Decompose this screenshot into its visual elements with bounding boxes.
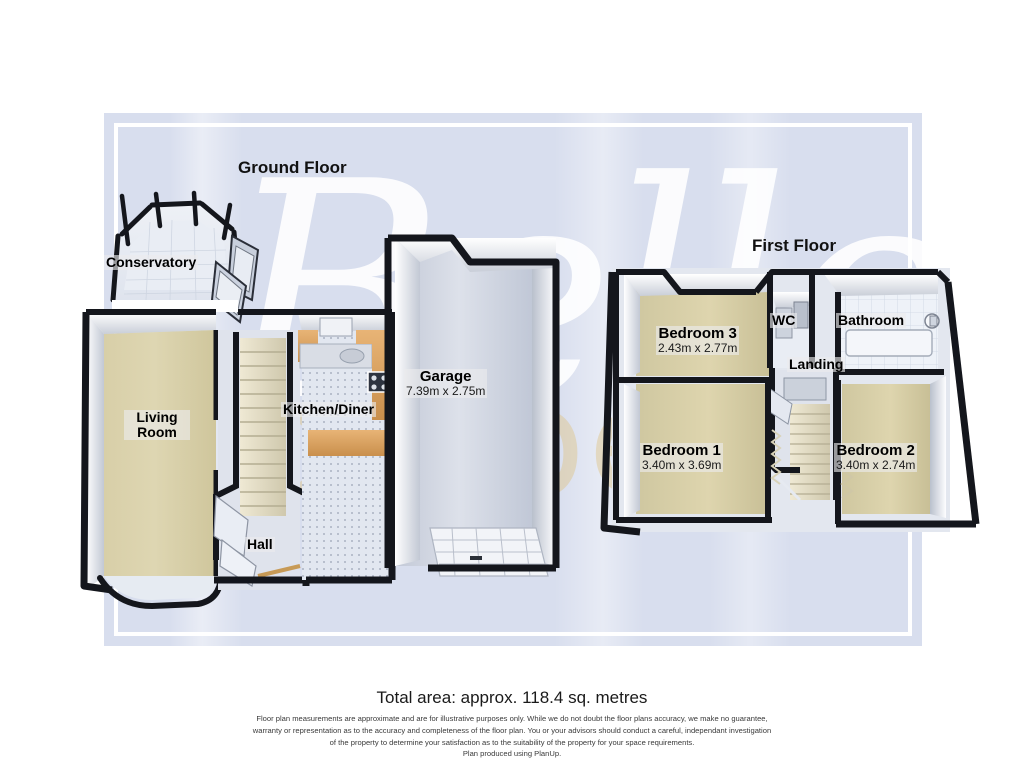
room-dim-garage: 7.39m x 2.75m	[406, 384, 486, 399]
room-name-bathroom: Bathroom	[838, 312, 905, 328]
room-hall	[213, 330, 310, 590]
room-name-garage: Garage	[419, 368, 472, 385]
disclaimer-text: Floor plan measurements are approximate …	[162, 713, 862, 760]
room-label-conservatory: Conservatory	[104, 254, 199, 271]
room-label-kitchen-diner: Kitchen/Diner	[281, 401, 377, 418]
room-dim-bedroom-2: 3.40m x 2.74m	[836, 458, 916, 473]
room-name-bedroom-3: Bedroom 3	[658, 325, 737, 342]
room-name-hall: Hall	[247, 536, 273, 552]
room-name-conservatory: Conservatory	[106, 254, 197, 270]
room-name-landing: Landing	[789, 356, 844, 372]
disclaimer-line-2: warranty or representation as to the acc…	[252, 725, 772, 735]
room-dim-bedroom-1: 3.40m x 3.69m	[642, 458, 722, 473]
room-name-living-room-line1: Living	[136, 409, 178, 425]
room-kitchen-diner	[238, 309, 396, 584]
room-label-wc: WC	[770, 312, 798, 329]
total-area-text: Total area: approx. 118.4 sq. metres	[376, 688, 648, 707]
room-label-bathroom: Bathroom	[836, 312, 907, 329]
disclaimer-line-3: of the property to determine your satisf…	[329, 737, 695, 747]
disclaimer-line-1: Floor plan measurements are approximate …	[256, 714, 768, 723]
room-name-living-room-line2: Room	[137, 424, 177, 441]
room-name-bedroom-2: Bedroom 2	[836, 442, 915, 459]
room-garage	[384, 234, 560, 577]
room-label-living-room: Living Room	[124, 409, 190, 441]
room-label-garage: Garage 7.39m x 2.75m	[404, 368, 488, 399]
room-label-bedroom-2: Bedroom 2 3.40m x 2.74m	[834, 442, 918, 473]
ground-floor-plan	[80, 190, 560, 610]
room-name-wc: WC	[772, 312, 796, 328]
disclaimer-line-4: Plan produced using PlanUp.	[462, 749, 562, 759]
ground-floor-title: Ground Floor	[238, 158, 347, 177]
room-living-room	[80, 309, 224, 610]
room-label-landing: Landing	[787, 356, 846, 373]
first-floor-title: First Floor	[752, 236, 837, 255]
room-name-kitchen-diner: Kitchen/Diner	[283, 401, 375, 417]
first-floor-plan	[600, 268, 980, 536]
room-label-hall: Hall	[245, 536, 275, 553]
room-dim-bedroom-3: 2.43m x 2.77m	[658, 341, 738, 356]
room-name-bedroom-1: Bedroom 1	[642, 442, 721, 459]
room-label-bedroom-3: Bedroom 3 2.43m x 2.77m	[656, 325, 740, 356]
room-label-bedroom-1: Bedroom 1 3.40m x 3.69m	[640, 442, 724, 473]
